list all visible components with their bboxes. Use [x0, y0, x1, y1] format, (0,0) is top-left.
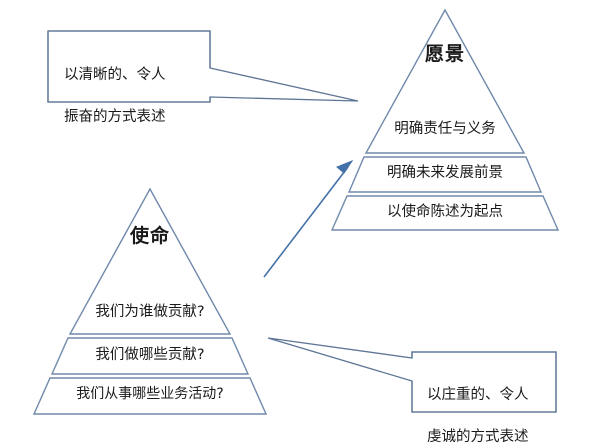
vision-callout-text: 以清晰的、令人 振奋的方式表述: [64, 44, 204, 128]
vision-callout-shape: [47, 30, 359, 103]
mission-callout-text: 以庄重的、令人 虔诚的方式表述: [427, 364, 557, 448]
mission-callout-shape: [267, 337, 557, 413]
mission-callout-line2: 虔诚的方式表述: [427, 429, 529, 446]
vision-tier-1-triangle: [364, 8, 526, 154]
vision-tier-3-band: [330, 195, 560, 231]
vision-tier-2-band: [347, 156, 543, 193]
vision-pyramid-shape: [330, 8, 560, 231]
vision-callout-line2: 振奋的方式表述: [64, 109, 166, 126]
mission-to-vision-arrow: [263, 159, 354, 278]
diagram-canvas: 愿景 明确责任与义务 明确未来发展前景 以使命陈述为起点 使命 我们为谁做贡献?…: [32, 8, 560, 445]
vision-callout-line1: 以清晰的、令人: [64, 67, 166, 84]
diagram-vector-layer: [32, 8, 560, 415]
mission-callout-line1: 以庄重的、令人: [427, 387, 529, 404]
mission-pyramid-shape: [32, 187, 268, 415]
mission-tier-3-band: [32, 377, 268, 415]
mission-tier-2-band: [50, 337, 250, 375]
mission-tier-1-triangle: [68, 187, 232, 335]
